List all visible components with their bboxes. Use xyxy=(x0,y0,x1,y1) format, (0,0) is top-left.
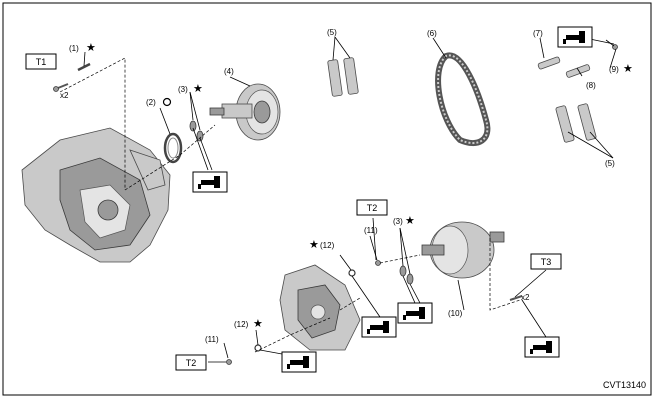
part-12-ring-upper xyxy=(348,269,356,277)
qty-t3: x2 xyxy=(521,293,530,302)
callout-12-upper: (12) xyxy=(320,241,335,250)
transaxle-case xyxy=(21,127,171,263)
star-3-upper: ★ xyxy=(193,83,203,95)
star-12-lower: ★ xyxy=(253,318,263,330)
callout-5-lower: (5) xyxy=(605,159,615,168)
star-9: ★ xyxy=(623,63,633,75)
part-2-ring xyxy=(163,132,183,164)
part-6-belt xyxy=(435,52,491,147)
bolt-t1 xyxy=(53,83,69,92)
part-8-bracket xyxy=(565,64,591,78)
lower-housing xyxy=(279,264,361,351)
callout-9: (9) xyxy=(609,65,619,74)
callout-8: (8) xyxy=(586,81,596,90)
callout-7: (7) xyxy=(533,29,543,38)
part-11-bolt-upper xyxy=(375,260,381,266)
part-11-bolt-lower xyxy=(226,359,232,365)
callout-6: (6) xyxy=(427,29,437,38)
star-12-upper: ★ xyxy=(309,239,319,251)
part-7-bracket xyxy=(537,56,561,70)
grease-symbol-1 xyxy=(192,171,228,193)
torque-label-t1: T1 xyxy=(36,57,47,67)
torque-label-t2-upper: T2 xyxy=(367,203,378,213)
assembly-lines xyxy=(59,57,521,353)
part-4-pulley xyxy=(209,83,281,141)
diagram-frame xyxy=(2,2,652,396)
torque-box-t3 xyxy=(530,253,562,270)
part-3-seals-lower xyxy=(399,265,414,285)
grease-symbol-4 xyxy=(397,302,433,324)
leader-lines xyxy=(83,36,617,363)
part-10-pulley xyxy=(421,221,505,279)
bolt-t3 xyxy=(509,295,523,301)
star-1: ★ xyxy=(86,42,96,54)
callout-11-lower: (11) xyxy=(205,335,219,344)
grease-symbol-2 xyxy=(557,26,593,48)
part-3-seals-upper xyxy=(189,120,204,142)
callout-12-lower: (12) xyxy=(234,320,249,329)
figure-code: CVT13140 xyxy=(603,380,646,390)
grease-symbol-5 xyxy=(524,336,560,358)
torque-label-t3: T3 xyxy=(541,257,552,267)
torque-box-t2-lower xyxy=(175,354,207,371)
part-1-pin xyxy=(77,62,91,72)
grease-symbol-6 xyxy=(281,351,317,373)
callout-11-upper: (11) xyxy=(364,226,378,235)
star-3-lower: ★ xyxy=(405,215,415,227)
grease-symbol-3 xyxy=(361,316,397,338)
callout-5-upper: (5) xyxy=(327,28,337,37)
qty-t1: x2 xyxy=(60,91,69,100)
callout-4: (4) xyxy=(224,67,234,76)
callout-2: (2) xyxy=(146,98,156,107)
torque-box-t2-upper xyxy=(356,199,388,216)
reuse-mark-icon xyxy=(162,97,172,107)
callout-10: (10) xyxy=(448,309,463,318)
part-5-guides-upper xyxy=(327,57,359,97)
callout-3-upper: (3) xyxy=(178,85,188,94)
torque-label-t2-lower: T2 xyxy=(186,358,197,368)
callout-3-lower: (3) xyxy=(393,217,403,226)
callout-1: (1) xyxy=(69,44,79,53)
torque-box-t1 xyxy=(25,53,57,70)
